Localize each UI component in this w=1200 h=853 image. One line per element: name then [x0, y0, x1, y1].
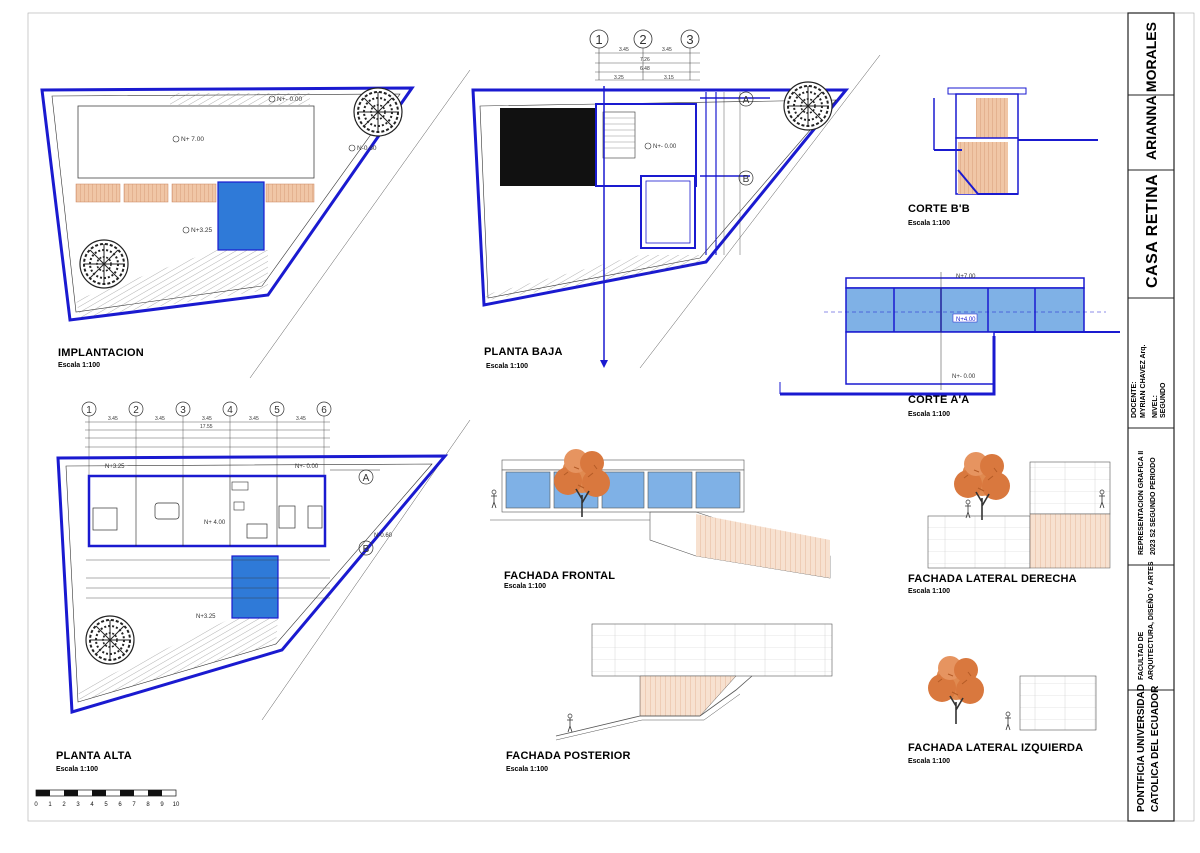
planta-alta-plan: 1 2 3 4 5 6 3.45 3.45 3.45 3.45 3.45 17.…: [56, 401, 449, 714]
implantacion-level-4: N+3.25: [191, 227, 213, 234]
scale-planta-alta: Escala 1:100: [56, 766, 99, 773]
fachada-frontal-elevation: [490, 448, 831, 579]
pa-level-1: N+3.25: [105, 464, 125, 470]
pa-dim-5: 3.45: [296, 416, 306, 422]
pa-level-5: N+3.25: [196, 614, 216, 620]
scale-tick-2: 2: [62, 802, 66, 808]
tb-course: REPRESENTACION GRAFICA II: [1138, 450, 1145, 555]
pb-dim-2: 3.45: [662, 47, 672, 53]
title-planta-baja: PLANTA BAJA: [484, 346, 563, 358]
planta-baja-plan: 1 2 3 3.45 3.45 7.26 6.48 3.25 3.15 A: [471, 29, 850, 368]
pb-axis-1: 1: [595, 32, 602, 47]
pb-axis-2: 2: [639, 32, 646, 47]
tb-university-2: CATOLICA DEL ECUADOR: [1150, 685, 1161, 812]
pa-level-3: N+ 4.00: [204, 520, 226, 526]
scale-fachada-lat-der: Escala 1:100: [908, 588, 951, 595]
pa-axis-b: B: [363, 544, 370, 555]
pb-dim-1: 3.45: [619, 47, 629, 53]
fachada-lat-izq-elevation: [927, 655, 1097, 731]
title-planta-alta: PLANTA ALTA: [56, 750, 132, 762]
tb-faculty-1: FACULTAD DE: [1138, 631, 1145, 680]
implantacion-level-1: N+- 0.00: [277, 96, 302, 103]
scale-tick-8: 8: [146, 802, 150, 808]
tb-teacher-label: DOCENTE:: [1131, 381, 1138, 418]
scale-tick-6: 6: [118, 802, 122, 808]
pa-dim-3: 3.45: [202, 416, 212, 422]
pb-level: N+- 0.00: [653, 144, 677, 150]
tb-level-label: NIVEL:: [1152, 395, 1159, 418]
scale-fachada-frontal: Escala 1:100: [504, 583, 547, 590]
title-fachada-frontal: FACHADA FRONTAL: [504, 570, 616, 582]
tb-student: ARIANNA MORALES: [1143, 22, 1159, 160]
tb-university-1: PONTIFICIA UNIVERSIDAD: [1136, 684, 1147, 812]
tb-level: SEGUNDO: [1160, 382, 1167, 418]
fachada-posterior-elevation: [555, 623, 833, 741]
scale-tick-9: 9: [160, 802, 164, 808]
implantacion-plan: N+- 0.00 N+ 7.00 N-0.60 N+3.25: [40, 86, 415, 322]
scale-fachada-lat-izq: Escala 1:100: [908, 758, 951, 765]
scale-corte-aa: Escala 1:100: [908, 411, 951, 418]
pa-axis-6: 6: [321, 405, 327, 416]
scale-tick-3: 3: [76, 802, 80, 808]
scale-corte-bb: Escala 1:100: [908, 220, 951, 227]
scale-tick-7: 7: [132, 802, 136, 808]
pb-dim-6: 3.15: [664, 75, 674, 81]
tb-faculty-2: ARQUITECTURA, DISEÑO Y ARTES: [1148, 561, 1155, 681]
pb-axis-a: A: [743, 95, 750, 106]
tb-teacher: MYRIAN CHAVEZ Arq.: [1140, 344, 1147, 419]
pb-dim-4: 6.48: [640, 66, 650, 72]
scale-tick-1: 1: [48, 802, 52, 808]
title-implantacion: IMPLANTACION: [58, 347, 144, 359]
fachada-lat-der-elevation: [927, 451, 1111, 569]
scale-tick-4: 4: [90, 802, 94, 808]
pa-dim-2: 3.45: [155, 416, 165, 422]
pa-total: 17.55: [200, 424, 213, 430]
scale-fachada-posterior: Escala 1:100: [506, 766, 549, 773]
pb-dim-3: 7.26: [640, 57, 650, 63]
implantacion-level-2: N+ 7.00: [181, 136, 204, 143]
scale-implantacion: Escala 1:100: [58, 362, 101, 369]
tb-period: 2023 S2 SEGUNDO PERIODO: [1150, 457, 1157, 555]
implantacion-level-3: N-0.60: [357, 145, 377, 152]
tb-project: CASA RETINA: [1144, 173, 1161, 288]
aa-level-2: N+4.00: [956, 317, 976, 323]
pa-axis-3: 3: [180, 405, 186, 416]
title-corte-bb: CORTE B'B: [908, 203, 970, 215]
title-corte-aa: CORTE A'A: [908, 394, 970, 406]
scale-planta-baja: Escala 1:100: [486, 363, 529, 370]
scale-bar: 0 1 2 3 4 5 6 7 8 9 10: [34, 789, 180, 808]
corte-bb-section: [933, 87, 1098, 195]
pa-axis-4: 4: [227, 405, 233, 416]
pa-level-4: N-0.60: [374, 533, 393, 539]
pa-axis-a: A: [363, 473, 370, 484]
scale-tick-0: 0: [34, 802, 38, 808]
aa-level-1: N+7.00: [956, 274, 976, 280]
pb-dim-5: 3.25: [614, 75, 624, 81]
title-fachada-lat-der: FACHADA LATERAL DERECHA: [908, 573, 1077, 585]
title-fachada-posterior: FACHADA POSTERIOR: [506, 750, 631, 762]
corte-aa-section: N+7.00 N+4.00 N+- 0.00: [779, 272, 1120, 396]
pa-axis-2: 2: [133, 405, 139, 416]
pa-dim-1: 3.45: [108, 416, 118, 422]
pb-axis-b: B: [743, 174, 750, 185]
pa-level-2: N+- 0.00: [295, 464, 319, 470]
title-fachada-lat-izq: FACHADA LATERAL IZQUIERDA: [908, 742, 1084, 754]
pa-dim-4: 3.45: [249, 416, 259, 422]
scale-tick-10: 10: [173, 802, 180, 808]
pa-axis-5: 5: [274, 405, 280, 416]
scale-tick-5: 5: [104, 802, 108, 808]
pb-axis-3: 3: [686, 32, 693, 47]
aa-level-3: N+- 0.00: [952, 374, 976, 380]
pa-axis-1: 1: [86, 405, 92, 416]
